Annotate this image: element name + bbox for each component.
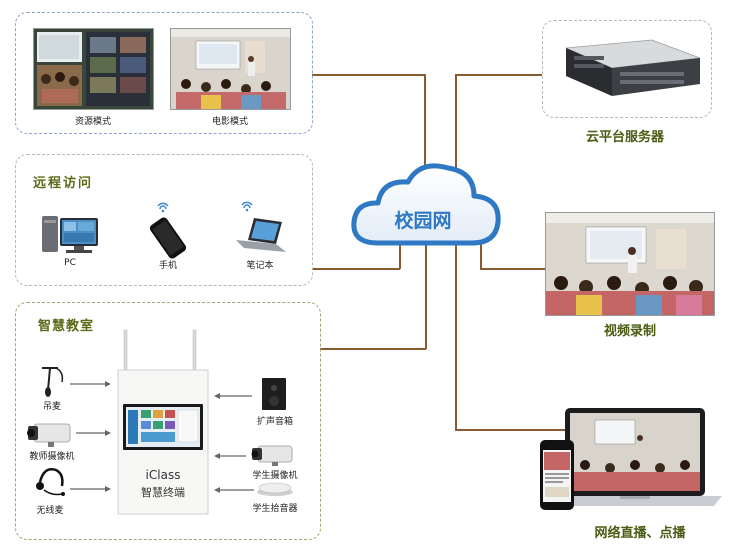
link-server-h	[455, 74, 542, 76]
teacher-camera-caption: 教师摄像机	[29, 452, 75, 462]
hanging-mic-caption: 吊麦	[42, 402, 61, 412]
smart-classroom-panel	[15, 302, 321, 540]
link-server-v	[455, 74, 457, 184]
remote-access-panel	[15, 154, 313, 286]
student-pickup-caption: 学生拾音器	[252, 504, 298, 514]
phone-caption: 手机	[158, 261, 177, 271]
laptop-live-icon	[548, 408, 722, 506]
link-remote	[312, 268, 400, 270]
terminal-subtitle: 智慧终端	[141, 486, 185, 499]
resource-mode-image	[34, 29, 153, 109]
phone-live-icon	[540, 440, 574, 510]
link-remote-up	[399, 240, 401, 269]
link-live-h	[455, 429, 565, 431]
video-recording-photo	[545, 212, 715, 316]
video-recording-caption: 视频录制	[603, 324, 656, 339]
resource-mode-caption: 资源模式	[74, 117, 111, 127]
movie-mode-caption: 电影模式	[211, 117, 248, 127]
student-camera-caption: 学生摄像机	[252, 471, 298, 481]
resource-mode-photo	[33, 28, 154, 110]
link-main-v	[455, 240, 457, 430]
link-vertical-left	[424, 74, 426, 194]
laptop-caption: 笔记本	[246, 261, 274, 271]
terminal-name: iClass	[145, 468, 181, 482]
cloud-label: 校园网	[394, 210, 452, 232]
wireless-mic-caption: 无线麦	[36, 506, 64, 516]
video-recording-image	[546, 213, 714, 315]
movie-mode-photo	[170, 28, 291, 110]
link-video-h	[480, 268, 545, 270]
pc-caption: PC	[64, 258, 76, 268]
mode-panel	[15, 12, 313, 134]
smart-classroom-title: 智慧教室	[38, 319, 95, 334]
cloud-server-panel	[542, 20, 712, 118]
link-video-v	[480, 240, 482, 269]
server-caption: 云平台服务器	[585, 130, 664, 145]
link-classroom	[320, 348, 426, 350]
link-classroom-up	[425, 243, 427, 349]
speaker-caption: 扩声音箱	[256, 417, 293, 427]
link-top-left	[312, 74, 425, 76]
remote-access-title: 远程访问	[33, 176, 94, 191]
live-caption: 网络直播、点播	[594, 526, 686, 541]
movie-mode-image	[171, 29, 290, 109]
